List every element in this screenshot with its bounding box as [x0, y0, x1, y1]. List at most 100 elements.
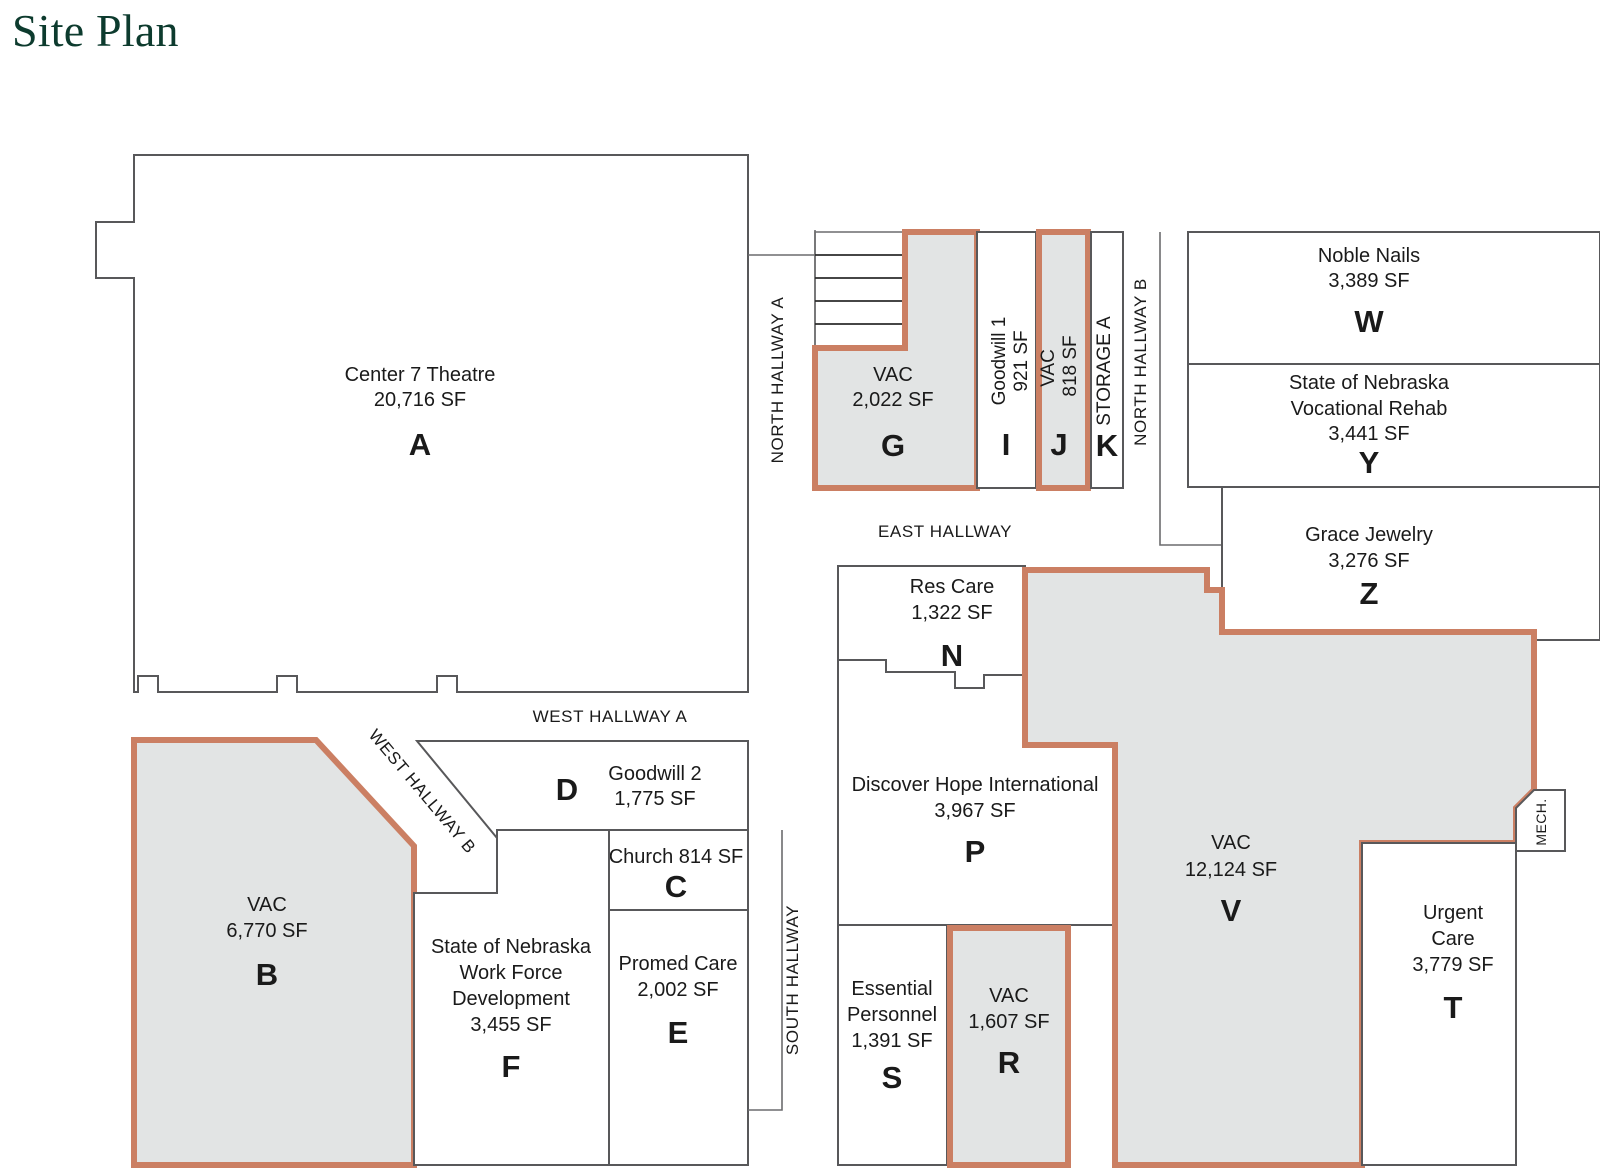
unit-C-name: Church 814 SF: [609, 846, 744, 868]
unit-I-letter: I: [1002, 427, 1011, 462]
unit-E-name: Promed Care: [619, 953, 738, 975]
unit-W-area: 3,389 SF: [1328, 270, 1409, 292]
unit-Z-grace-jewelry[interactable]: Grace Jewelry 3,276 SF Z: [1221, 486, 1600, 641]
unit-D-goodwill-2[interactable]: D Goodwill 2 1,775 SF: [414, 740, 749, 841]
unit-Y-name-line1: State of Nebraska: [1289, 372, 1450, 394]
unit-R-area: 1,607 SF: [968, 1011, 1049, 1033]
unit-F-outline: [413, 829, 610, 1166]
hallway-east-label: EAST HALLWAY: [878, 522, 1012, 541]
unit-R-name: VAC: [989, 985, 1029, 1007]
unit-E-promed-care[interactable]: Promed Care 2,002 SF E: [608, 909, 749, 1166]
unit-N-res-care[interactable]: Res Care 1,322 SF N: [837, 565, 1026, 689]
unit-V-name: VAC: [1211, 832, 1251, 854]
unit-N-name: Res Care: [910, 576, 994, 598]
unit-N-area: 1,322 SF: [911, 602, 992, 624]
hallway-north-b-label: NORTH HALLWAY B: [1131, 278, 1150, 446]
unit-K-outline: [1090, 231, 1124, 489]
unit-C-letter: C: [665, 869, 687, 904]
unit-B-vacant[interactable]: VAC 6,770 SF B: [131, 737, 417, 1168]
unit-J-vacant[interactable]: VAC 818 SF J: [1036, 229, 1091, 491]
unit-D-area: 1,775 SF: [614, 788, 695, 810]
unit-Y-name-line2: Vocational Rehab: [1291, 398, 1448, 420]
unit-I-area: 921 SF: [1011, 330, 1032, 391]
hallway-south-label: SOUTH HALLWAY: [783, 905, 802, 1055]
unit-Y-letter: Y: [1359, 445, 1380, 480]
unit-E-area: 2,002 SF: [637, 979, 718, 1001]
unit-Y-area: 3,441 SF: [1328, 423, 1409, 445]
unit-S-essential-personnel[interactable]: Essential Personnel 1,391 SF S: [837, 924, 948, 1166]
unit-G-vacant[interactable]: VAC 2,022 SF G: [812, 229, 980, 491]
unit-K-name: STORAGE A: [1094, 316, 1115, 426]
unit-F-name-line1: State of Nebraska: [431, 936, 592, 958]
unit-I-name: Goodwill 1: [989, 317, 1010, 406]
unit-F-letter: F: [502, 1049, 521, 1084]
unit-Z-area: 3,276 SF: [1328, 550, 1409, 572]
stairs: [814, 231, 906, 349]
stairs-outline: [814, 231, 906, 349]
unit-D-outline: [414, 740, 749, 841]
unit-J-name: VAC: [1038, 349, 1059, 387]
unit-B-letter: B: [256, 957, 278, 992]
unit-A-area: 20,716 SF: [374, 389, 466, 411]
unit-S-name-line1: Essential: [851, 978, 932, 1000]
hallway-west-a: WEST HALLWAY A: [417, 707, 748, 742]
unit-F-name-line2: Work Force: [460, 962, 563, 984]
hallway-south-wall-left: [748, 830, 783, 1111]
unit-A-outline: [95, 154, 749, 693]
unit-P-name: Discover Hope International: [852, 774, 1099, 796]
unit-I-goodwill-1[interactable]: Goodwill 1 921 SF I: [976, 231, 1037, 489]
unit-P-area: 3,967 SF: [934, 800, 1015, 822]
unit-F-work-force-development[interactable]: State of Nebraska Work Force Development…: [413, 829, 610, 1166]
hallway-south: SOUTH HALLWAY: [748, 830, 802, 1111]
page-title: Site Plan: [12, 5, 179, 56]
unit-R-vacant[interactable]: VAC 1,607 SF R: [947, 925, 1071, 1168]
unit-P-discover-hope[interactable]: Discover Hope International 3,967 SF P: [837, 659, 1116, 926]
unit-W-outline: [1187, 231, 1600, 365]
unit-P-letter: P: [965, 834, 986, 869]
unit-S-letter: S: [882, 1060, 903, 1095]
hallway-north-a: NORTH HALLWAY A: [768, 230, 816, 488]
unit-W-name: Noble Nails: [1318, 245, 1420, 267]
unit-Y-vocational-rehab[interactable]: State of Nebraska Vocational Rehab 3,441…: [1187, 363, 1600, 488]
unit-F-area: 3,455 SF: [470, 1014, 551, 1036]
unit-T-letter: T: [1444, 990, 1463, 1025]
unit-Z-outline: [1221, 486, 1600, 641]
unit-B-outline: [131, 737, 417, 1168]
mech-room-label: MECH.: [1533, 798, 1549, 845]
unit-T-outline: [1361, 842, 1517, 1166]
unit-J-area: 818 SF: [1060, 335, 1081, 396]
unit-D-name: Goodwill 2: [608, 763, 701, 785]
unit-Z-letter: Z: [1360, 576, 1379, 611]
unit-K-letter: K: [1096, 428, 1119, 463]
unit-V-vacant[interactable]: VAC 12,124 SF V: [1022, 567, 1537, 1168]
unit-R-letter: R: [998, 1045, 1020, 1080]
unit-E-letter: E: [668, 1015, 689, 1050]
unit-T-name-line2: Care: [1431, 928, 1474, 950]
unit-J-outline: [1036, 229, 1091, 491]
unit-B-name: VAC: [247, 894, 287, 916]
unit-R-outline: [947, 925, 1071, 1168]
mech-room-outline: [1515, 789, 1566, 852]
unit-J-letter: J: [1050, 427, 1067, 462]
unit-D-letter: D: [556, 772, 578, 807]
unit-W-noble-nails[interactable]: Noble Nails 3,389 SF W: [1187, 231, 1600, 365]
unit-V-letter: V: [1221, 893, 1242, 928]
unit-G-area: 2,022 SF: [852, 389, 933, 411]
unit-A-theatre[interactable]: Center 7 Theatre 20,716 SF A: [95, 154, 749, 693]
hallway-north-b-wall-left: [1159, 232, 1222, 546]
unit-F-name-line3: Development: [452, 988, 570, 1010]
unit-C-church[interactable]: Church 814 SF C: [608, 829, 749, 911]
unit-A-name: Center 7 Theatre: [345, 364, 496, 386]
unit-K-storage-a[interactable]: STORAGE A K: [1090, 231, 1124, 489]
unit-G-name: VAC: [873, 364, 913, 386]
unit-Z-name: Grace Jewelry: [1305, 524, 1433, 546]
hallway-north-a-label: NORTH HALLWAY A: [768, 297, 787, 464]
unit-G-letter: G: [881, 428, 905, 463]
unit-T-name-line1: Urgent: [1423, 902, 1483, 924]
unit-T-urgent-care[interactable]: Urgent Care 3,779 SF T: [1361, 842, 1517, 1166]
unit-N-letter: N: [941, 638, 963, 673]
hallway-north-b: NORTH HALLWAY B: [1131, 232, 1222, 546]
unit-A-letter: A: [409, 427, 431, 462]
mech-room[interactable]: MECH.: [1515, 789, 1566, 852]
